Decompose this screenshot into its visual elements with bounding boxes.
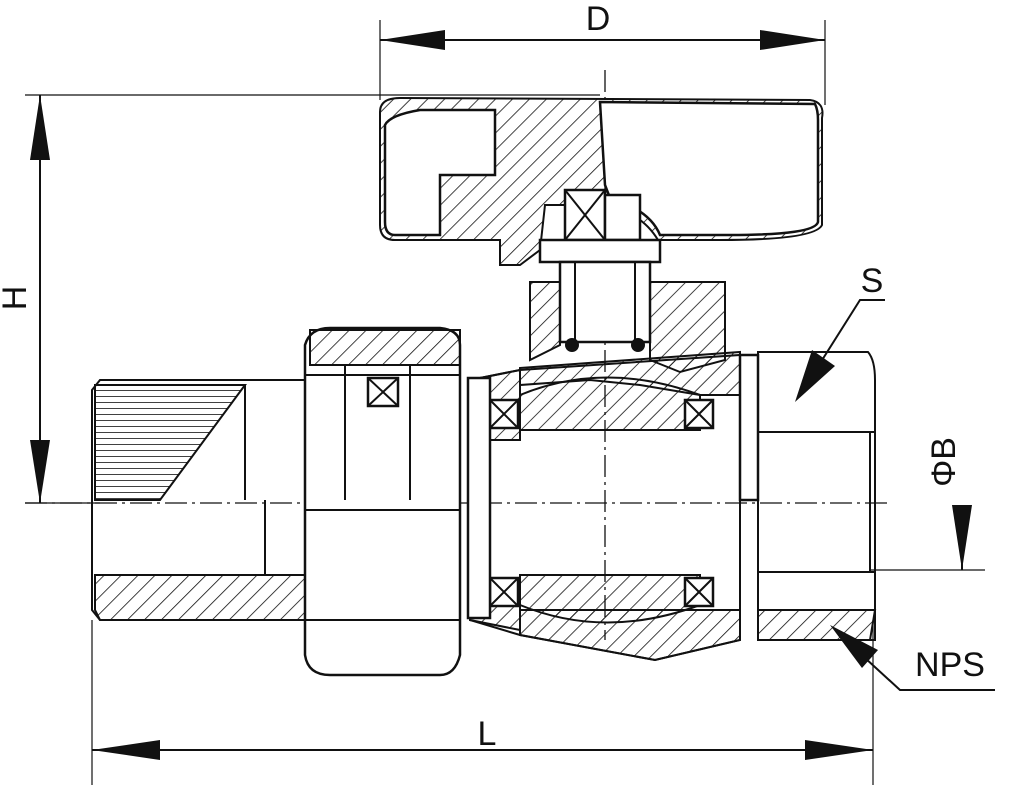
dim-label-l: L [478, 715, 497, 753]
dim-label-nps: NPS [915, 646, 985, 684]
dim-label-b: ΦB [925, 437, 963, 487]
dim-label-s: S [861, 262, 884, 300]
dimension-labels: D H S ΦB NPS L [0, 0, 985, 753]
union-nut [303, 326, 492, 677]
left-end-fitting [91, 379, 306, 621]
dim-label-d: D [586, 0, 611, 38]
valve-bonnet [529, 281, 726, 374]
valve-handle [379, 96, 824, 266]
valve-stem [538, 188, 662, 352]
dim-label-h: H [0, 286, 34, 311]
right-end-fitting [738, 351, 877, 641]
